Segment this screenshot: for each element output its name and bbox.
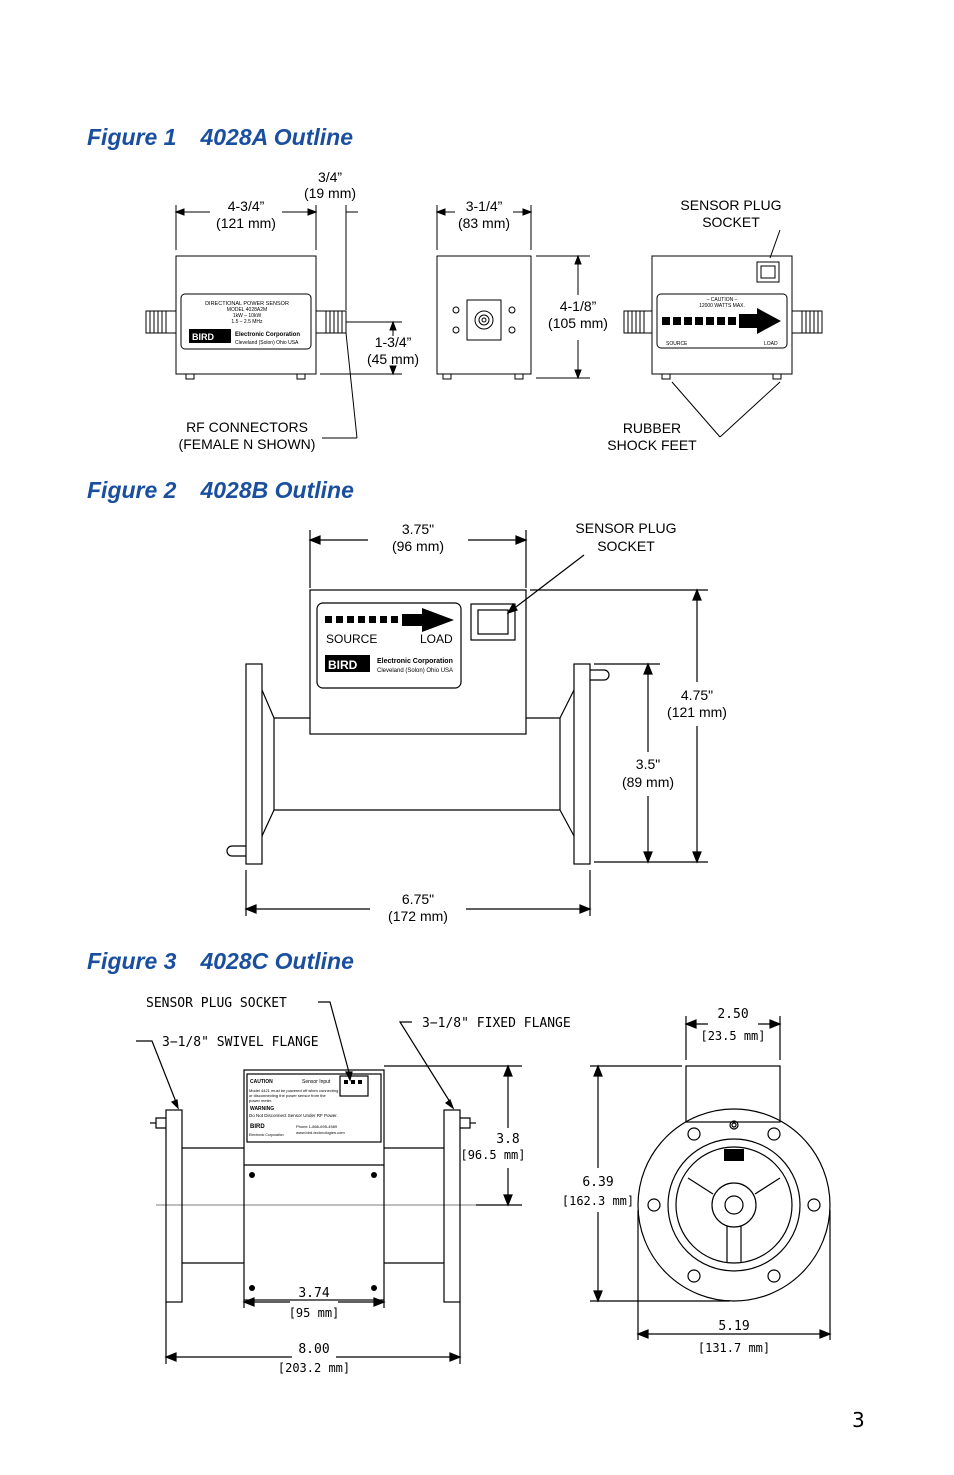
fig1-location: Cleveland (Solon) Ohio USA [235,340,299,346]
fig3-web: www.bird-technologies.com [296,1130,345,1135]
fig2-location: Cleveland (Solon) Ohio USA [377,668,453,674]
fig3-overall-height-mm: [162.3 mm] [562,1194,634,1208]
fig3-sensor-socket: SENSOR PLUG SOCKET [146,996,287,1011]
figure-1-number: Figure 1 [87,124,177,150]
fig3-warning-text: Do Not Disconnect Sensor Under RF Power. [249,1113,338,1118]
figure-1-name: 4028A Outline [200,124,354,150]
figure-1-drawing: DIRECTIONAL POWER SENSOR MODEL 4028A2M 1… [145,169,823,453]
fig3-swivel-flange: 3−1/8" SWIVEL FLANGE [162,1035,319,1050]
figure-3-drawing: CAUTION Sensor Input Model 4421 must be … [136,996,832,1375]
fig1-width-mm: (83 mm) [458,215,510,231]
fig3-sensor-input: Sensor Input [302,1079,331,1085]
fig3-phone: Phone 1-866-695-4569 [296,1124,338,1129]
sensor-line-3: 1kW – 10kW [233,313,262,319]
fig1-center-height-mm: (45 mm) [367,351,419,367]
fig3-company: Electronic Corporation [249,1133,284,1137]
fig2-length-mm: (172 mm) [388,908,448,924]
fig1-brand: BIRD [192,332,214,342]
fig1-length-mm: (121 mm) [216,215,276,231]
fig1-height: 4-1/8” [560,298,597,314]
sensor-line-1: DIRECTIONAL POWER SENSOR [205,301,289,307]
figure-1-direction-arrow [662,308,781,334]
fig1-caution: – CAUTION – [707,297,738,303]
fig1-sensor-socket-1: SENSOR PLUG [680,197,781,213]
fig3-warning: WARNING [250,1106,274,1112]
fig3-body-length: 3.74 [298,1286,329,1301]
fig1-company: Electronic Corporation [235,332,300,338]
fig1-shock-feet-2: SHOCK FEET [607,437,697,453]
fig3-top-width: 2.50 [717,1007,748,1022]
figure-1-title: Figure 1 4028A Outline [87,124,353,151]
fig1-max-power: 12000 WATTS MAX. [699,303,745,309]
fig2-height: 4.75" [681,687,713,703]
fig3-body-length-mm: [95 mm] [289,1306,340,1320]
fig3-body-height-mm: [96.5 mm] [460,1148,525,1162]
figure-2-direction-arrow [325,608,454,672]
fig3-flange-diameter: 5.19 [718,1319,749,1334]
figure-3-label-plate: CAUTION Sensor Input Model 4421 must be … [249,1079,345,1137]
fig1-load: LOAD [764,341,778,347]
fig3-brand: BIRD [250,1124,265,1130]
fig1-length: 4-3/4” [228,198,265,214]
fig1-rf-connectors-2: (FEMALE N SHOWN) [179,436,316,452]
fig2-load: LOAD [420,632,453,646]
fig1-width: 3-1/4” [466,198,503,214]
fig1-sensor-socket-2: SOCKET [702,214,760,230]
fig2-length: 6.75" [402,891,434,907]
fig1-source: SOURCE [666,341,688,347]
fig1-connector: 3/4” [318,169,342,185]
figure-3-title: Figure 3 4028C Outline [87,948,354,975]
fig3-caution: CAUTION [250,1079,273,1085]
fig3-overall-length-mm: [203.2 mm] [278,1361,350,1375]
fig3-flange-diameter-mm: [131.7 mm] [698,1341,770,1355]
figure-3-end-label [724,1149,744,1161]
figure-2-title: Figure 2 4028B Outline [87,477,354,504]
fig2-top-width: 3.75" [402,521,434,537]
fig2-sensor-socket-1: SENSOR PLUG [575,520,676,536]
fig2-sensor-socket-2: SOCKET [597,538,655,554]
figure-2-number: Figure 2 [87,477,177,503]
fig3-top-width-mm: [23.5 mm] [700,1029,765,1043]
fig1-center-height: 1-3/4” [375,334,412,350]
fig1-height-mm: (105 mm) [548,315,608,331]
fig2-brand: BIRD [328,658,358,672]
fig2-flange-mm: (89 mm) [622,774,674,790]
figure-3-name: 4028C Outline [200,948,354,974]
fig2-company: Electronic Corporation [377,658,453,665]
fig1-connector-mm: (19 mm) [304,185,356,201]
fig3-body-height: 3.8 [496,1132,519,1147]
fig3-caution-text-1: Model 4421 must be powered off when conn… [249,1088,338,1093]
sensor-line-2: MODEL 4028A2M [227,307,267,313]
fig2-top-width-mm: (96 mm) [392,538,444,554]
fig1-shock-feet-1: RUBBER [623,420,681,436]
fig2-source: SOURCE [326,632,377,646]
fig3-overall-length: 8.00 [298,1342,329,1357]
fig2-height-mm: (121 mm) [667,704,727,720]
fig3-overall-height: 6.39 [582,1175,613,1190]
page-number: 3 [852,1408,865,1432]
figure-2-name: 4028B Outline [200,477,354,503]
fig3-caution-text-2: or disconnecting the power sensor from t… [249,1093,326,1098]
figure-1-bird-logo-a [189,329,231,343]
fig3-caution-text-3: power meter. [249,1098,272,1103]
fig2-flange: 3.5" [636,756,660,772]
figure-3-number: Figure 3 [87,948,177,974]
sensor-line-4: 1.5 – 2.5 MHz [231,319,263,325]
fig1-rf-connectors-1: RF CONNECTORS [186,419,308,435]
fig3-fixed-flange: 3−1/8" FIXED FLANGE [422,1016,571,1031]
figure-2-drawing: SOURCE LOAD BIRD Electronic Corporation … [226,520,727,924]
